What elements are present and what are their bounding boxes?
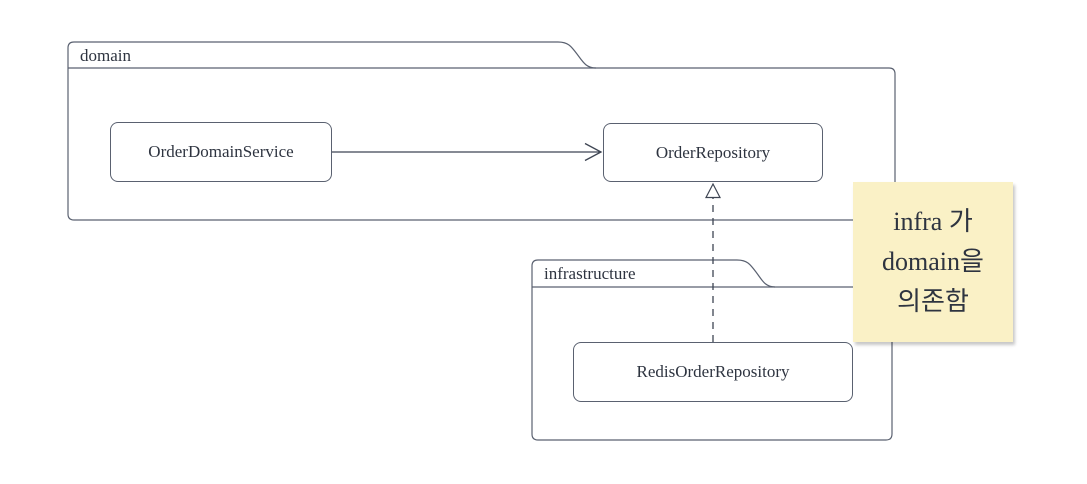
package-label-infrastructure: infrastructure [544, 264, 636, 283]
package-infrastructure-outline [531, 259, 893, 441]
note-line-3: 의존함 [897, 287, 969, 316]
package-domain-outline [67, 41, 896, 221]
node-label-redis-order-repository: RedisOrderRepository [636, 362, 790, 381]
sticky-note: infra 가 domain을 의존함 [853, 182, 1013, 342]
package-label-domain: domain [80, 46, 131, 65]
note-line-2: domain을 [882, 247, 984, 276]
hollow-triangle-arrowhead-icon [705, 182, 721, 199]
note-line-1: infra 가 [893, 207, 973, 236]
node-order-domain-service: OrderDomainService [110, 122, 332, 182]
open-arrowhead-icon [584, 142, 603, 162]
node-label-order-repository: OrderRepository [655, 142, 771, 162]
node-label-order-domain-service: OrderDomainService [148, 142, 294, 161]
node-redis-order-repository: RedisOrderRepository [573, 342, 853, 402]
node-order-repository: OrderRepository [603, 123, 823, 182]
